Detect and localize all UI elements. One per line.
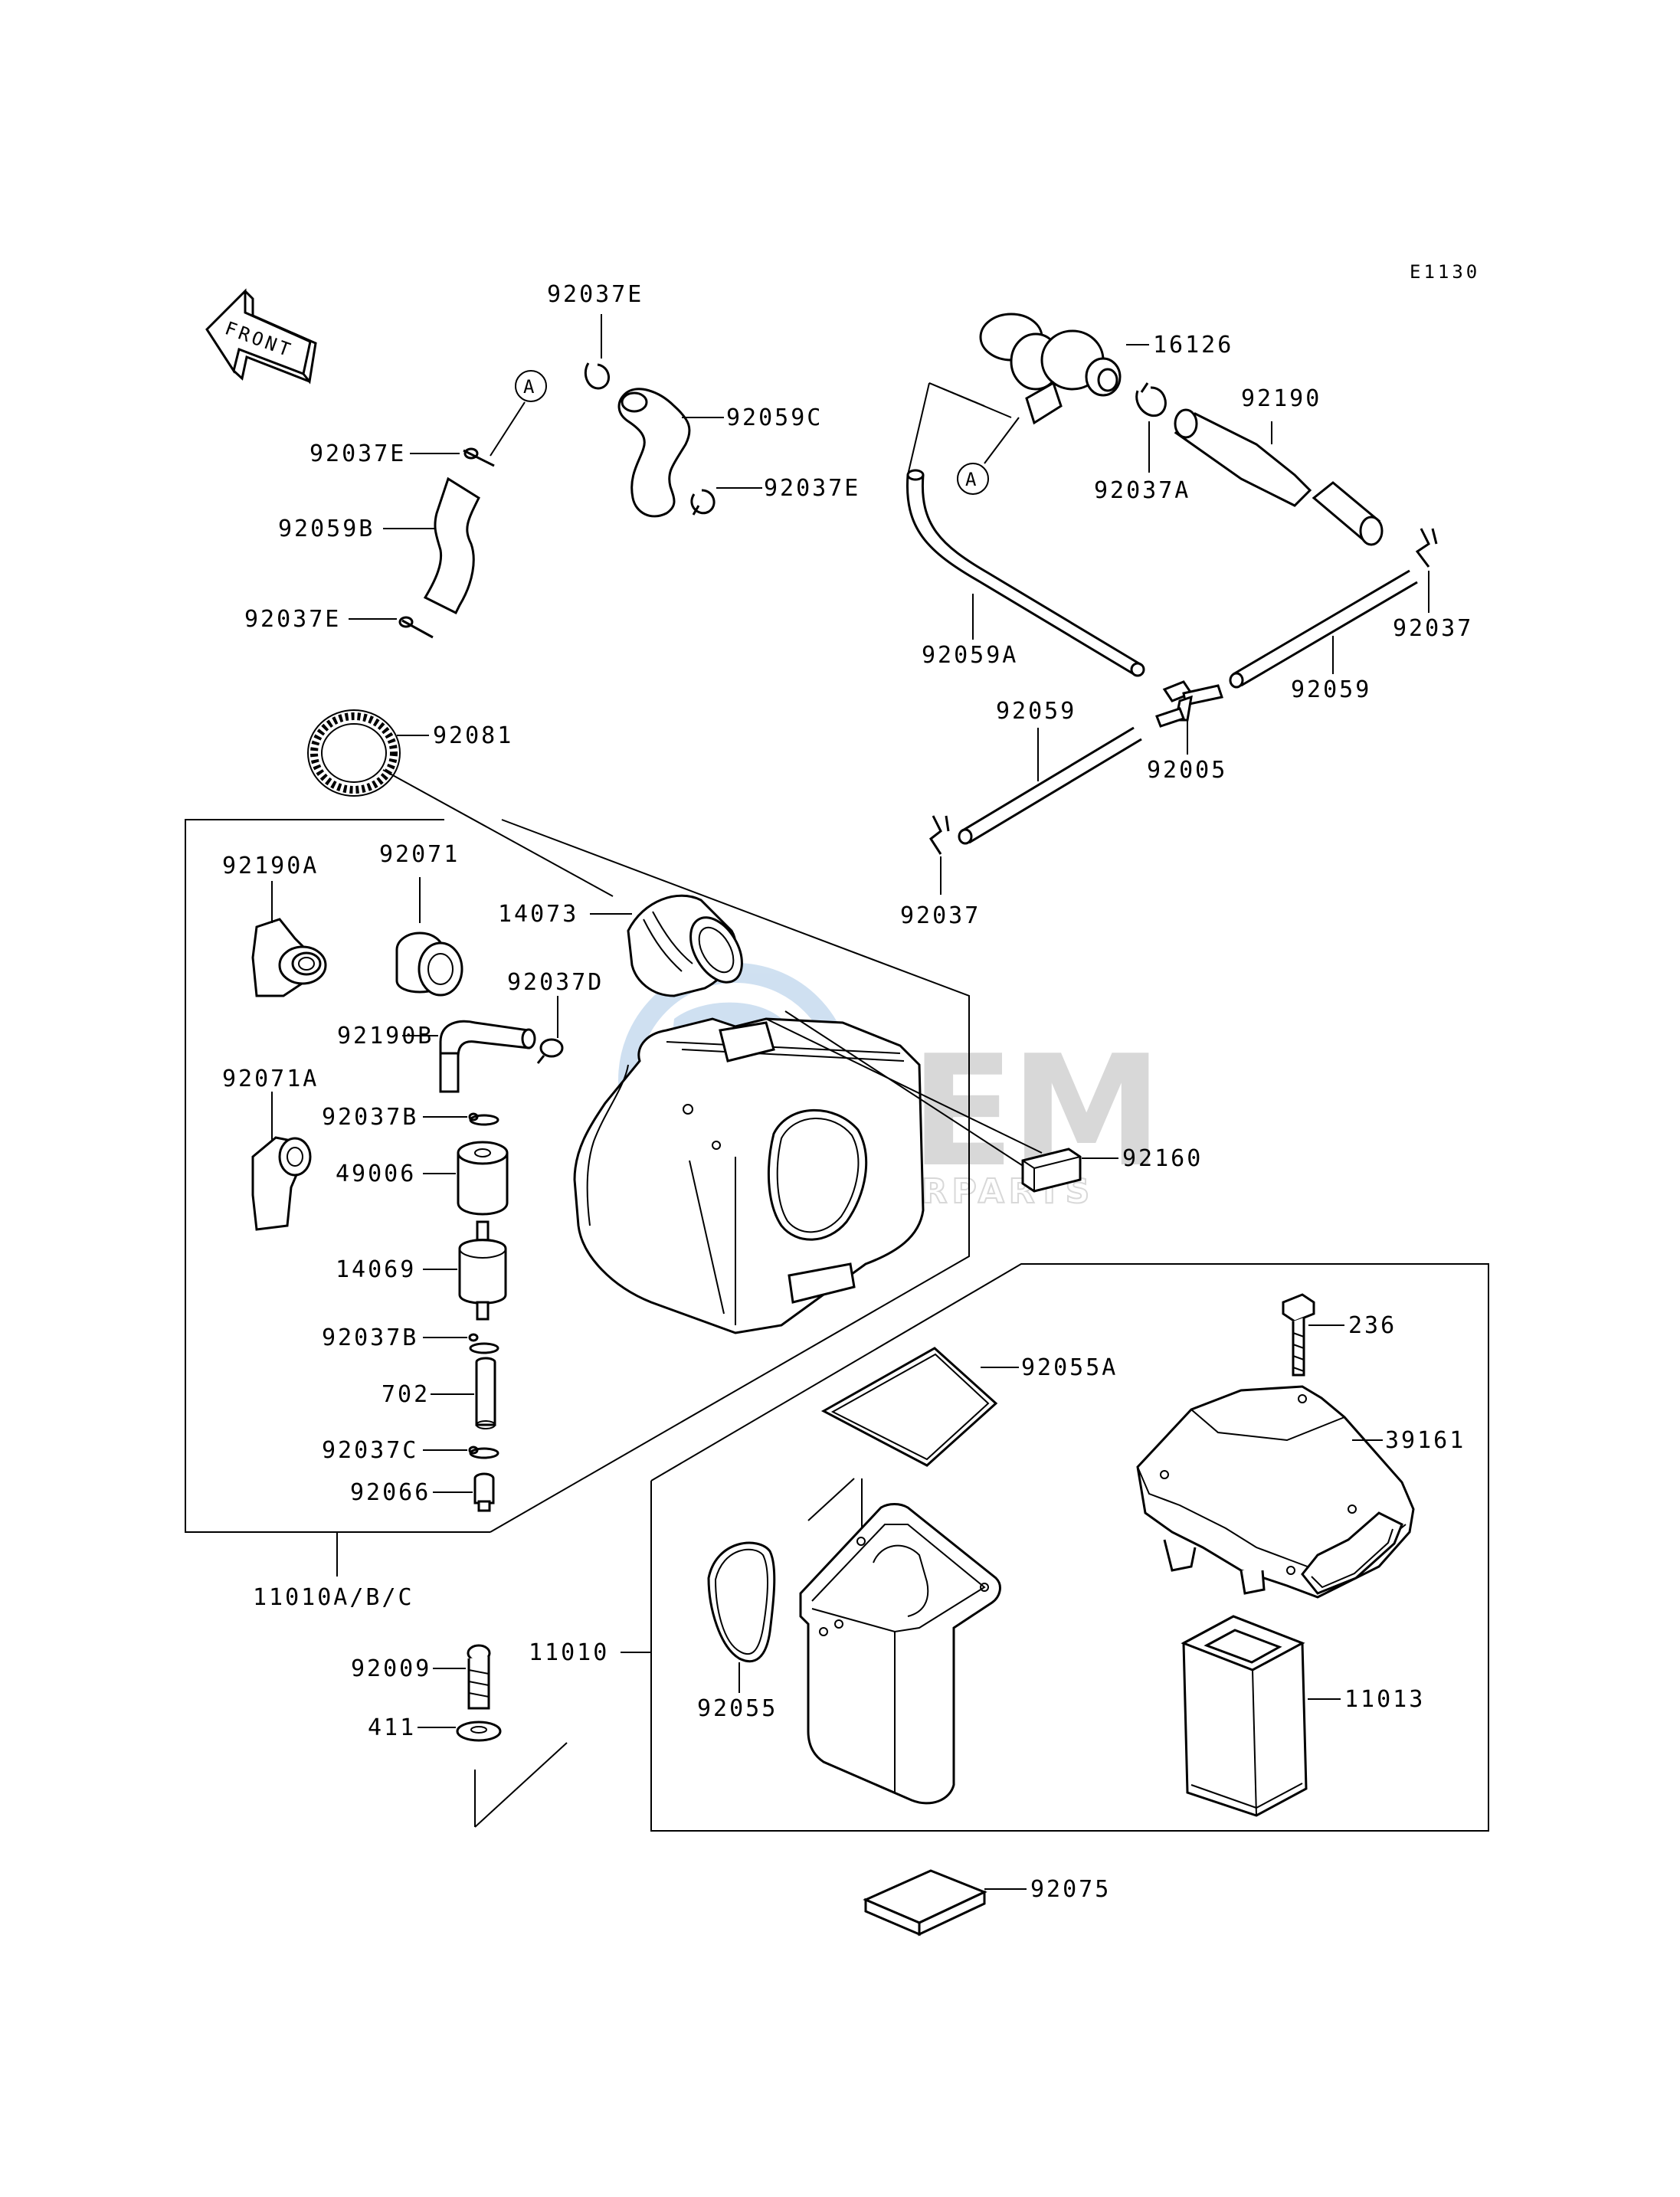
label-92055: 92055	[697, 1695, 778, 1722]
tee-joint-92005: 92005	[1147, 680, 1227, 784]
clip-92037c: 92037C	[322, 1437, 499, 1464]
drain-92066: 92066	[350, 1472, 495, 1512]
label-92037e-top: 92037E	[547, 281, 644, 308]
hose-92059b: 92059B	[278, 476, 480, 615]
label-14069: 14069	[336, 1256, 416, 1283]
label-92059b: 92059B	[278, 516, 375, 542]
label-92037-right: 92037	[1393, 615, 1473, 642]
spring-92081: 92081	[307, 709, 614, 897]
air-box-lower	[799, 1478, 1001, 1805]
tube-92059-center: 92059	[958, 698, 1142, 845]
tube-702: 702	[382, 1357, 496, 1429]
svg-text:A: A	[523, 376, 537, 398]
label-92066: 92066	[350, 1479, 431, 1506]
label-14073: 14073	[498, 901, 578, 928]
washer-411: 411	[368, 1714, 568, 1828]
label-92059-center: 92059	[996, 698, 1076, 725]
label-92037a: 92037A	[1094, 477, 1190, 504]
clip-92037e-right: 92037E	[690, 475, 860, 516]
clip-92037b-1: 92037B	[322, 1104, 499, 1131]
label-92037e-right: 92037E	[764, 475, 860, 502]
label-92059-right: 92059	[1291, 676, 1371, 703]
clip-92037e-left1: 92037E	[309, 440, 495, 467]
svg-text:A: A	[965, 469, 979, 490]
hose-92059c: 92059C	[617, 388, 823, 518]
cover-39161: 39161	[1136, 1385, 1465, 1599]
valve-16126: 16126	[979, 313, 1233, 425]
label-92075: 92075	[1030, 1876, 1111, 1903]
label-92071a: 92071A	[222, 1066, 319, 1092]
bolt-236: 236	[1282, 1293, 1397, 1377]
foam-92160: 92160	[1021, 1145, 1203, 1193]
clip-92037e-left2: 92037E	[244, 606, 434, 639]
label-92071: 92071	[379, 841, 460, 868]
label-11010abc: 11010A/B/C	[253, 1584, 414, 1611]
elbow-92190a: 92190A	[222, 853, 327, 997]
label-92009: 92009	[351, 1655, 431, 1682]
label-16126: 16126	[1153, 332, 1233, 359]
tube-92059-right: 92059	[1229, 569, 1418, 703]
gasket-92055a: 92055A	[820, 1347, 1118, 1467]
label-702: 702	[382, 1381, 430, 1408]
label-92037e-left1: 92037E	[309, 440, 406, 467]
front-arrow-icon: FRONT	[205, 288, 317, 385]
label-39161: 39161	[1385, 1427, 1465, 1454]
label-92005: 92005	[1147, 757, 1227, 784]
label-11010: 11010	[529, 1639, 609, 1666]
label-236: 236	[1348, 1312, 1397, 1339]
filter-14069: 14069	[336, 1220, 507, 1321]
clip-92037-right: 92037	[1393, 528, 1473, 642]
label-92037c: 92037C	[322, 1437, 418, 1464]
hose-92190b: 92190B	[337, 1020, 536, 1093]
hose-92190: 92190	[1174, 385, 1384, 546]
label-92037-center: 92037	[900, 902, 981, 929]
clip-92037-center: 92037	[900, 815, 981, 929]
clip-92037a: 92037A	[1094, 382, 1190, 504]
label-11013: 11013	[1344, 1686, 1425, 1713]
diagram-code: E1130	[1410, 261, 1480, 283]
label-49006: 49006	[336, 1161, 416, 1187]
tube-92059a: 92059A	[905, 469, 1145, 677]
label-92037d: 92037D	[507, 969, 604, 996]
group-box-11010: 11010	[529, 1263, 1489, 1832]
pad-92075: 92075	[863, 1869, 1111, 1937]
filter-49006: 49006	[336, 1141, 509, 1216]
label-92037b-2: 92037B	[322, 1324, 418, 1351]
label-411: 411	[368, 1714, 416, 1741]
callout-a-left: A	[490, 370, 547, 457]
clip-92037e-top: 92037E	[547, 281, 644, 390]
air-case-upper	[573, 1010, 1043, 1334]
gasket-92055: 92055	[697, 1541, 778, 1722]
label-92037e-left2: 92037E	[244, 606, 341, 633]
label-92059c: 92059C	[726, 404, 823, 431]
callout-a-right: A	[907, 382, 1020, 495]
label-92190a: 92190A	[222, 853, 319, 879]
clip-92037b-2: 92037B	[322, 1324, 499, 1354]
group-box-11010abc: 11010A/B/C	[185, 819, 970, 1611]
label-92190b: 92190B	[337, 1023, 434, 1049]
grommet-92071: 92071	[379, 841, 463, 997]
elbow-92071a: 92071A	[222, 1066, 319, 1231]
screw-92009: 92009	[351, 1644, 491, 1710]
label-92037b-1: 92037B	[322, 1104, 418, 1131]
clip-92037d: 92037D	[507, 969, 604, 1064]
label-92160: 92160	[1122, 1145, 1203, 1172]
element-11013: 11013	[1181, 1615, 1425, 1817]
label-92190: 92190	[1241, 385, 1321, 412]
label-92059a: 92059A	[922, 642, 1018, 669]
label-92081: 92081	[433, 722, 513, 749]
label-92055a: 92055A	[1021, 1354, 1118, 1381]
duct-14073: 14073	[498, 894, 743, 997]
